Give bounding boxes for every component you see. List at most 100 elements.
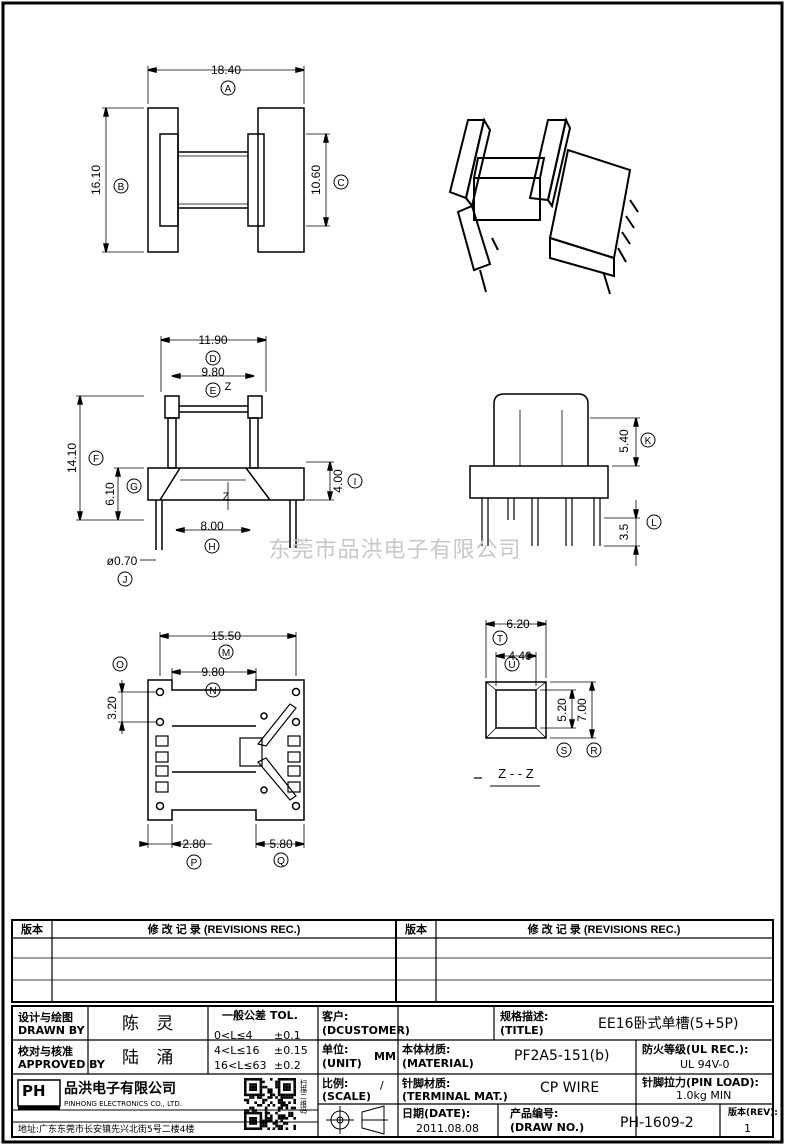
customer-en: (DCUSTOMER) xyxy=(322,1024,410,1037)
dim-o-ref: O xyxy=(116,660,124,671)
date-cn: 日期(DATE): xyxy=(402,1107,471,1120)
material-en: (MATERIAL) xyxy=(402,1057,474,1070)
dim-g-ref: G xyxy=(130,482,138,493)
dim-e-value: 9.80 xyxy=(201,365,225,379)
drawno-value: PH-1609-2 xyxy=(620,1115,694,1131)
dim-a-ref: A xyxy=(225,84,232,95)
dim-m-ref: M xyxy=(222,648,230,659)
dim-k-value: 5.40 xyxy=(617,429,631,453)
drawn-by-name: 陈 灵 xyxy=(122,1014,180,1034)
dim-u-value: 4.40 xyxy=(508,649,532,663)
dim-q-value: 5.80 xyxy=(269,837,293,851)
dim-q-ref: Q xyxy=(277,856,285,867)
dim-r-ref: R xyxy=(590,746,597,757)
isometric-view xyxy=(448,117,639,295)
rev-col-record-right: 修 改 记 录 (REVISIONS REC.) xyxy=(527,922,681,936)
dim-p-ref: P xyxy=(191,858,198,869)
dim-i-ref: I xyxy=(354,477,357,488)
tol-value-2: ±0.15 xyxy=(274,1044,308,1057)
dim-l-value: 3.5 xyxy=(617,523,631,540)
tolerance-title: 一般公差 TOL. xyxy=(222,1009,298,1022)
tol-value-1: ±0.1 xyxy=(274,1029,301,1042)
dim-d-ref: D xyxy=(209,354,216,365)
dim-r-value: 7.00 xyxy=(575,698,589,722)
dim-c-ref: C xyxy=(337,178,344,189)
drawno-en: (DRAW NO.) xyxy=(510,1121,585,1134)
material-value: PF2A5-151(b) xyxy=(514,1048,610,1064)
dim-k-ref: K xyxy=(645,436,652,447)
date-value: 2011.08.08 xyxy=(416,1122,479,1135)
dim-f-value: 14.10 xyxy=(65,443,79,473)
drawn-by-cn: 设计与绘图 xyxy=(18,1011,73,1024)
dim-n-ref: N xyxy=(209,686,216,697)
watermark: 东莞市品洪电子有限公司 xyxy=(268,538,522,563)
title-cn: 规格描述: xyxy=(500,1010,549,1023)
scale-value: / xyxy=(380,1079,384,1092)
approved-by-en: APPROVED BY xyxy=(18,1058,105,1071)
ul-cn: 防火等级(UL REC.): xyxy=(642,1043,749,1056)
z-label-top: Z xyxy=(225,381,232,393)
z-label-bottom: Z xyxy=(223,491,230,503)
pin-load-value: 1.0kg MIN xyxy=(676,1089,732,1102)
section-view xyxy=(474,620,602,779)
dim-t-value: 6.20 xyxy=(506,617,530,631)
qr-caption: 扫描二维码 xyxy=(300,1079,307,1115)
tol-range-3: 16<L≤63 xyxy=(214,1059,267,1072)
dim-l-ref: L xyxy=(651,518,657,529)
top-view xyxy=(102,66,349,253)
dim-p-value: 2.80 xyxy=(182,837,206,851)
dim-b-ref: B xyxy=(118,182,125,193)
title-en: (TITLE) xyxy=(500,1024,544,1037)
company-logo-text: PH xyxy=(22,1082,46,1100)
ul-value: UL 94V-0 xyxy=(680,1058,730,1071)
dim-a-value: 18.40 xyxy=(211,63,241,77)
scale-en: (SCALE) xyxy=(322,1090,372,1103)
dim-f-ref: F xyxy=(93,454,99,465)
drawno-cn: 产品编号: xyxy=(510,1107,559,1120)
dim-n-value: 9.80 xyxy=(201,665,225,679)
dim-h-ref: H xyxy=(208,542,215,553)
bottom-view xyxy=(112,632,305,870)
unit-value: MM xyxy=(374,1050,396,1063)
side-view xyxy=(469,393,662,566)
rev-value: 1 xyxy=(744,1122,751,1135)
tol-value-3: ±0.2 xyxy=(274,1059,301,1072)
pin-load-cn: 针脚拉力(PIN LOAD): xyxy=(642,1076,759,1089)
rev-cn: 版本(REV): xyxy=(728,1108,778,1118)
tol-range-1: 0<L≤4 xyxy=(214,1029,253,1042)
company-name-en: PINHONG ELECTRONICS CO., LTD. xyxy=(64,1100,182,1108)
rev-col-record-left: 修 改 记 录 (REVISIONS REC.) xyxy=(147,922,301,936)
dim-u-ref: U xyxy=(508,660,515,671)
company-address: 地址:广东东莞市长安镇先兴北街5号二楼4楼 xyxy=(18,1125,195,1135)
approved-by-cn: 校对与核准 xyxy=(18,1045,73,1058)
dim-j-ref: J xyxy=(123,575,128,586)
dim-g-value: 6.10 xyxy=(103,482,117,506)
front-view xyxy=(76,336,363,587)
drawn-by-en: DRAWN BY xyxy=(18,1024,85,1037)
dim-d-value: 11.90 xyxy=(198,333,227,347)
dim-j-value: ø0.70 xyxy=(107,554,138,568)
customer-cn: 客户: xyxy=(322,1010,349,1023)
unit-en: (UNIT) xyxy=(322,1057,362,1070)
dim-e-ref: E xyxy=(210,386,217,397)
title-value: EE16卧式单槽(5+5P) xyxy=(598,1016,739,1032)
dim-m-value: 15.50 xyxy=(211,629,241,643)
material-cn: 本体材质: xyxy=(402,1043,451,1056)
unit-cn: 单位: xyxy=(322,1043,349,1056)
approved-by-name: 陆 涌 xyxy=(122,1048,180,1068)
dim-h-value: 8.00 xyxy=(200,519,224,533)
tol-range-2: 4<L≤16 xyxy=(214,1044,260,1057)
rev-col-version-right: 版本 xyxy=(405,922,427,936)
section-label: Z - - Z xyxy=(498,766,533,781)
projection-symbol-icon xyxy=(326,1105,388,1135)
scale-cn: 比例: xyxy=(322,1077,349,1090)
terminal-cn: 针脚材质: xyxy=(402,1077,451,1090)
company-logo-icon xyxy=(17,1079,61,1110)
title-block xyxy=(11,1005,774,1138)
dim-i-value: 4.00 xyxy=(331,469,345,493)
terminal-en: (TERMINAL MAT.) xyxy=(402,1090,508,1103)
qr-code-icon xyxy=(244,1078,296,1130)
dim-s-value: 5.20 xyxy=(555,698,569,722)
company-name-cn: 品洪电子有限公司 xyxy=(64,1081,176,1097)
